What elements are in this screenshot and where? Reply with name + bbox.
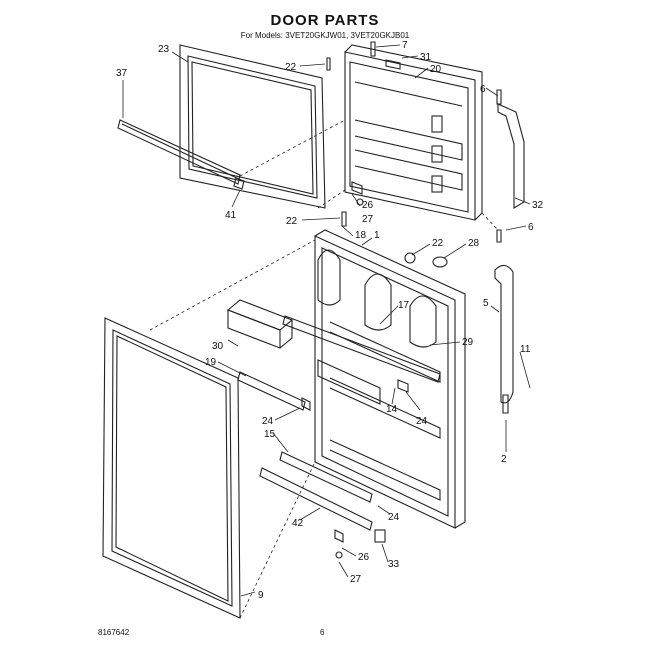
callout-24-bottom: 24	[388, 512, 400, 523]
door-shelf-bars	[237, 315, 441, 531]
callout-20: 22	[432, 238, 444, 249]
callout-19: 20	[430, 64, 442, 75]
callout-28: 28	[468, 238, 480, 249]
breaker-strip-37	[117, 119, 245, 190]
leader-lines	[122, 44, 531, 597]
callout-11: 14	[386, 404, 398, 415]
freezer-gasket	[179, 44, 326, 209]
callout-24-right: 24	[416, 416, 428, 427]
callout-24-left: 24	[262, 416, 274, 427]
callout-1: 1	[374, 230, 380, 241]
drawing-ref-code: 8167642	[98, 628, 130, 637]
page-number: 6	[320, 628, 325, 637]
callout-6-top: 6	[480, 84, 486, 95]
callout-14: 15	[264, 429, 276, 440]
callout-18: 19	[205, 357, 217, 368]
door-handle	[494, 229, 514, 414]
page-title: DOOR PARTS	[270, 12, 380, 29]
callout-7: 7	[402, 40, 408, 51]
dairy-bin	[226, 299, 294, 349]
callout-15: 17	[398, 300, 410, 311]
callout-9: 9	[258, 590, 264, 601]
callout-29: 29	[462, 337, 474, 348]
callout-2: 2	[501, 454, 507, 465]
callout-10: 11	[520, 344, 531, 355]
callout-26-bottom: 26	[358, 552, 370, 563]
callout-26-top: 26	[362, 200, 374, 211]
callout-27-top: 27	[362, 214, 374, 225]
callout-30: 33	[388, 559, 400, 570]
model-subtitle: For Models: 3VET20GKJW01, 3VET20GKJB01	[240, 31, 410, 40]
upper-hinge	[496, 89, 525, 209]
relation-lines	[149, 119, 499, 619]
callout-31: 30	[212, 341, 224, 352]
freezer-door-liner	[344, 44, 483, 221]
fasteners	[301, 41, 448, 559]
callout-6-lower: 6	[528, 222, 534, 233]
callout-labels: 37 23 41 22 7 31 20 6 32 6 26 27 22 18 1…	[116, 40, 544, 601]
fresh-food-door-liner	[314, 229, 466, 529]
callout-33: 32	[532, 200, 544, 211]
callout-22-top: 22	[285, 62, 297, 73]
callout-17: 18	[355, 230, 367, 241]
callout-37: 37	[116, 68, 128, 79]
callout-41: 41	[225, 210, 237, 221]
callout-23: 23	[158, 44, 170, 55]
callout-32: 31	[420, 52, 432, 63]
callout-27-bottom: 27	[350, 574, 362, 585]
callout-42: 42	[292, 518, 304, 529]
callout-5: 5	[483, 298, 489, 309]
callout-22-mid: 22	[286, 216, 298, 227]
